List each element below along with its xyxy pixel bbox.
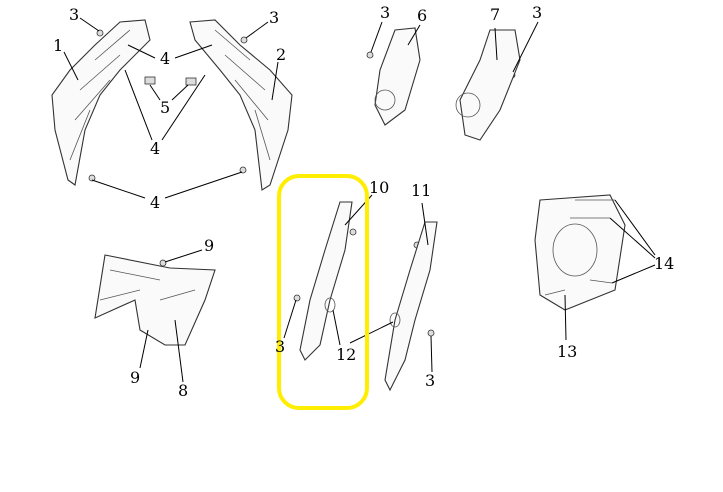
callout-5: 5: [160, 98, 171, 117]
callout-3: 3: [269, 8, 280, 27]
clip-5a: [144, 76, 156, 85]
callout-11: 11: [411, 181, 432, 200]
callout-2: 2: [276, 45, 287, 64]
callout-9: 9: [204, 236, 215, 255]
callout-13: 13: [557, 342, 578, 361]
part-11: [384, 221, 438, 392]
callout-10: 10: [369, 178, 390, 197]
callout-3: 3: [380, 3, 391, 22]
callout-14: 14: [654, 254, 675, 273]
clip-5b: [185, 77, 197, 86]
part-2-right-cowl: [189, 19, 293, 191]
callout-3: 3: [275, 337, 286, 356]
bolts-14: [544, 199, 615, 296]
callout-4: 4: [150, 139, 161, 158]
highlight-box: [277, 174, 369, 410]
callout-8: 8: [178, 381, 189, 400]
part-6: [374, 27, 421, 126]
callout-9: 9: [130, 368, 141, 387]
callout-1: 1: [53, 36, 64, 55]
callout-4: 4: [150, 193, 161, 212]
callout-4: 4: [160, 49, 171, 68]
leader-lines: [63, 17, 656, 383]
callout-3: 3: [69, 5, 80, 24]
part-1-left-cowl: [51, 19, 151, 186]
part-13: [534, 194, 626, 311]
callout-3: 3: [532, 3, 543, 22]
part-7: [459, 29, 521, 141]
callout-3: 3: [425, 371, 436, 390]
callout-12: 12: [336, 345, 357, 364]
callout-7: 7: [490, 5, 501, 24]
part-8-bracket: [94, 254, 216, 346]
part-10: [299, 201, 353, 361]
callout-6: 6: [417, 6, 428, 25]
